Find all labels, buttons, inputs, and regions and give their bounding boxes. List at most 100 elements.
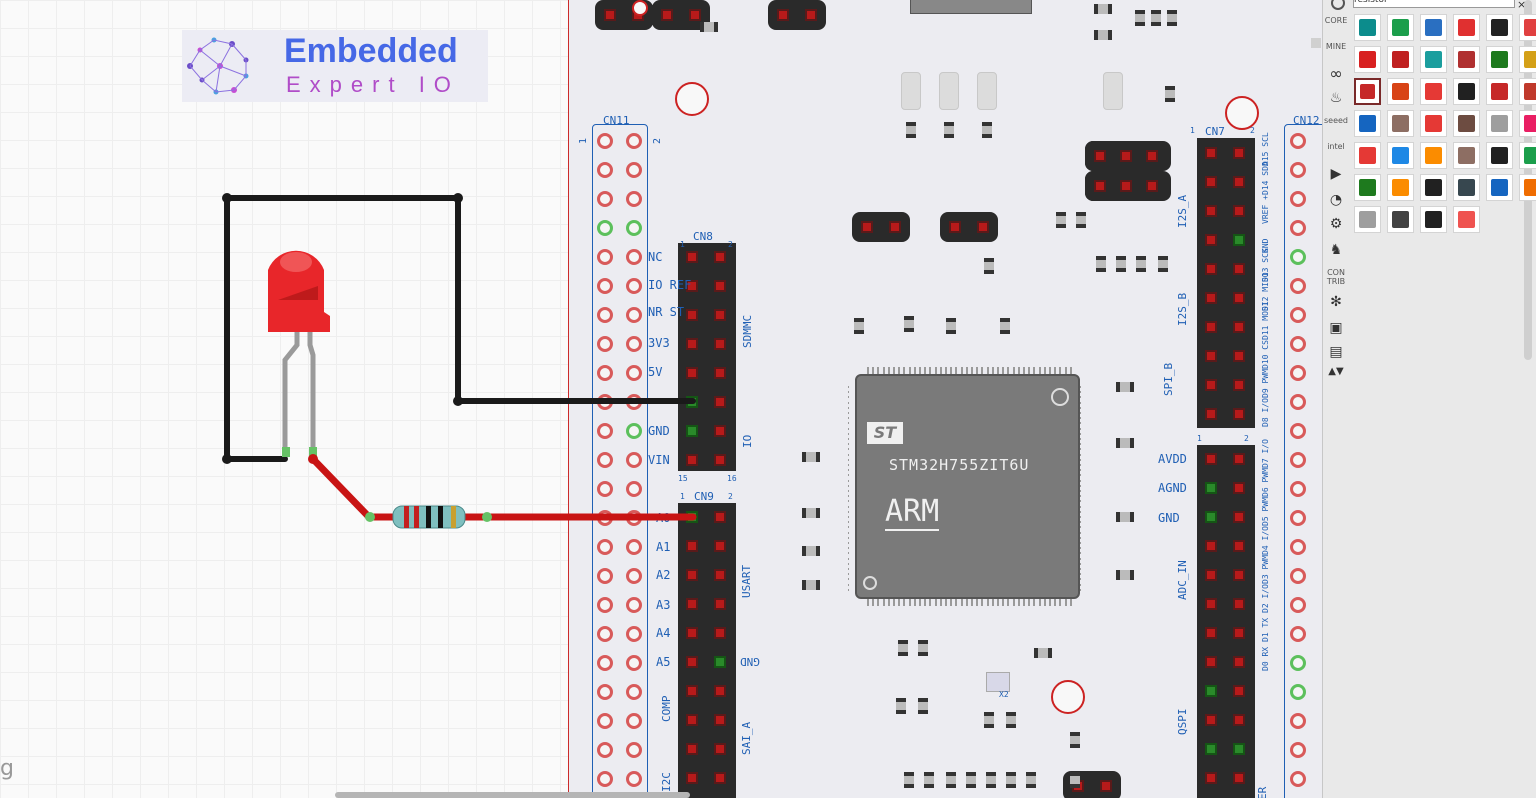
part-thumbnail[interactable] — [1486, 78, 1513, 105]
cn7-pin[interactable] — [1205, 350, 1217, 362]
cn9-pin[interactable] — [686, 511, 698, 523]
header-hole[interactable] — [597, 771, 613, 787]
cn7-pin[interactable] — [1233, 263, 1245, 275]
part-thumbnail[interactable] — [1519, 142, 1536, 169]
toolbar-square-icon[interactable] — [1311, 38, 1321, 48]
jumper-pin[interactable] — [889, 221, 901, 233]
header-hole[interactable] — [626, 568, 642, 584]
cn9-pin[interactable] — [714, 598, 726, 610]
cn9-pin[interactable] — [714, 627, 726, 639]
header-hole[interactable] — [1290, 249, 1306, 265]
header-hole[interactable] — [1290, 191, 1306, 207]
header-hole[interactable] — [1290, 452, 1306, 468]
jumper-pin[interactable] — [1120, 150, 1132, 162]
cn7-pin[interactable] — [1233, 408, 1245, 420]
jumper-pin[interactable] — [949, 221, 961, 233]
jumper-pin[interactable] — [1146, 180, 1158, 192]
header-hole[interactable] — [1290, 365, 1306, 381]
header-hole[interactable] — [1290, 336, 1306, 352]
part-thumbnail[interactable] — [1354, 142, 1381, 169]
header-hole[interactable] — [626, 626, 642, 642]
part-thumbnail[interactable] — [1486, 110, 1513, 137]
cn10-pin[interactable] — [1205, 598, 1217, 610]
cn9-pin[interactable] — [714, 714, 726, 726]
part-thumbnail[interactable] — [1354, 206, 1381, 233]
bin-tab-seeed[interactable]: seeed — [1324, 116, 1349, 125]
part-thumbnail[interactable] — [1486, 142, 1513, 169]
cn10-pin[interactable] — [1233, 627, 1245, 639]
cn10-pin[interactable] — [1205, 772, 1217, 784]
cn10-pin[interactable] — [1205, 714, 1217, 726]
cn8-pin[interactable] — [714, 338, 726, 350]
part-thumbnail[interactable] — [1486, 174, 1513, 201]
header-hole[interactable] — [626, 742, 642, 758]
cn8-pin[interactable] — [686, 425, 698, 437]
header-hole[interactable] — [1290, 394, 1306, 410]
part-thumbnail[interactable] — [1420, 110, 1447, 137]
part-thumbnail[interactable] — [1387, 46, 1414, 73]
bin-tab-mine[interactable]: MINE — [1325, 42, 1347, 51]
part-thumbnail[interactable] — [1354, 46, 1381, 73]
cn10-pin[interactable] — [1205, 569, 1217, 581]
cn8-pin[interactable] — [686, 338, 698, 350]
jumper-pin[interactable] — [977, 221, 989, 233]
header-hole[interactable] — [597, 742, 613, 758]
bin-tab-intel[interactable]: intel — [1327, 142, 1345, 151]
part-thumbnail[interactable] — [1420, 46, 1447, 73]
part-thumbnail[interactable] — [1453, 78, 1480, 105]
header-hole[interactable] — [626, 655, 642, 671]
cn7-pin[interactable] — [1233, 321, 1245, 333]
part-thumbnail[interactable] — [1354, 14, 1381, 41]
bin-tab-chip-icon[interactable]: ▣ — [1329, 320, 1343, 336]
cn10-pin[interactable] — [1233, 714, 1245, 726]
cn7-pin[interactable] — [1205, 234, 1217, 246]
cn7-pin[interactable] — [1233, 350, 1245, 362]
cn9-pin[interactable] — [714, 569, 726, 581]
cn8-pin[interactable] — [714, 251, 726, 263]
jumper-pin[interactable] — [777, 9, 789, 21]
cn10-pin[interactable] — [1233, 511, 1245, 523]
cn9-pin[interactable] — [714, 511, 726, 523]
header-hole[interactable] — [1290, 481, 1306, 497]
cn8-pin[interactable] — [686, 309, 698, 321]
header-hole[interactable] — [1290, 162, 1306, 178]
cn10-pin[interactable] — [1205, 743, 1217, 755]
header-hole[interactable] — [1290, 597, 1306, 613]
header-hole[interactable] — [626, 162, 642, 178]
part-thumbnail[interactable] — [1453, 14, 1480, 41]
cn9-pin[interactable] — [714, 656, 726, 668]
cn10-pin[interactable] — [1205, 482, 1217, 494]
horizontal-scrollbar[interactable] — [335, 792, 690, 798]
jumper-pin[interactable] — [861, 221, 873, 233]
header-hole[interactable] — [1290, 626, 1306, 642]
header-hole[interactable] — [1290, 655, 1306, 671]
header-hole[interactable] — [1290, 539, 1306, 555]
cn9-pin[interactable] — [686, 627, 698, 639]
cn9-pin[interactable] — [714, 772, 726, 784]
cn8-pin[interactable] — [714, 425, 726, 437]
header-hole[interactable] — [1290, 220, 1306, 236]
bin-tab-gauge-icon[interactable]: ◔ — [1329, 192, 1343, 208]
header-hole[interactable] — [1290, 133, 1306, 149]
cn10-pin[interactable] — [1205, 685, 1217, 697]
part-thumbnail[interactable] — [1387, 174, 1414, 201]
cn9-pin[interactable] — [686, 598, 698, 610]
cn10-pin[interactable] — [1205, 540, 1217, 552]
part-thumbnail[interactable] — [1354, 78, 1381, 105]
part-thumbnail[interactable] — [1519, 174, 1536, 201]
header-hole[interactable] — [1290, 742, 1306, 758]
header-hole[interactable] — [597, 481, 613, 497]
part-thumbnail[interactable] — [1453, 206, 1480, 233]
search-icon[interactable] — [1331, 0, 1345, 10]
header-hole[interactable] — [626, 539, 642, 555]
part-thumbnail[interactable] — [1387, 14, 1414, 41]
cn7-pin[interactable] — [1205, 205, 1217, 217]
cn8-pin[interactable] — [714, 367, 726, 379]
cn7-pin[interactable] — [1205, 321, 1217, 333]
cn8-pin[interactable] — [686, 396, 698, 408]
cn10-pin[interactable] — [1233, 453, 1245, 465]
cn8-pin[interactable] — [714, 454, 726, 466]
cn9-pin[interactable] — [686, 714, 698, 726]
cn7-pin[interactable] — [1233, 205, 1245, 217]
